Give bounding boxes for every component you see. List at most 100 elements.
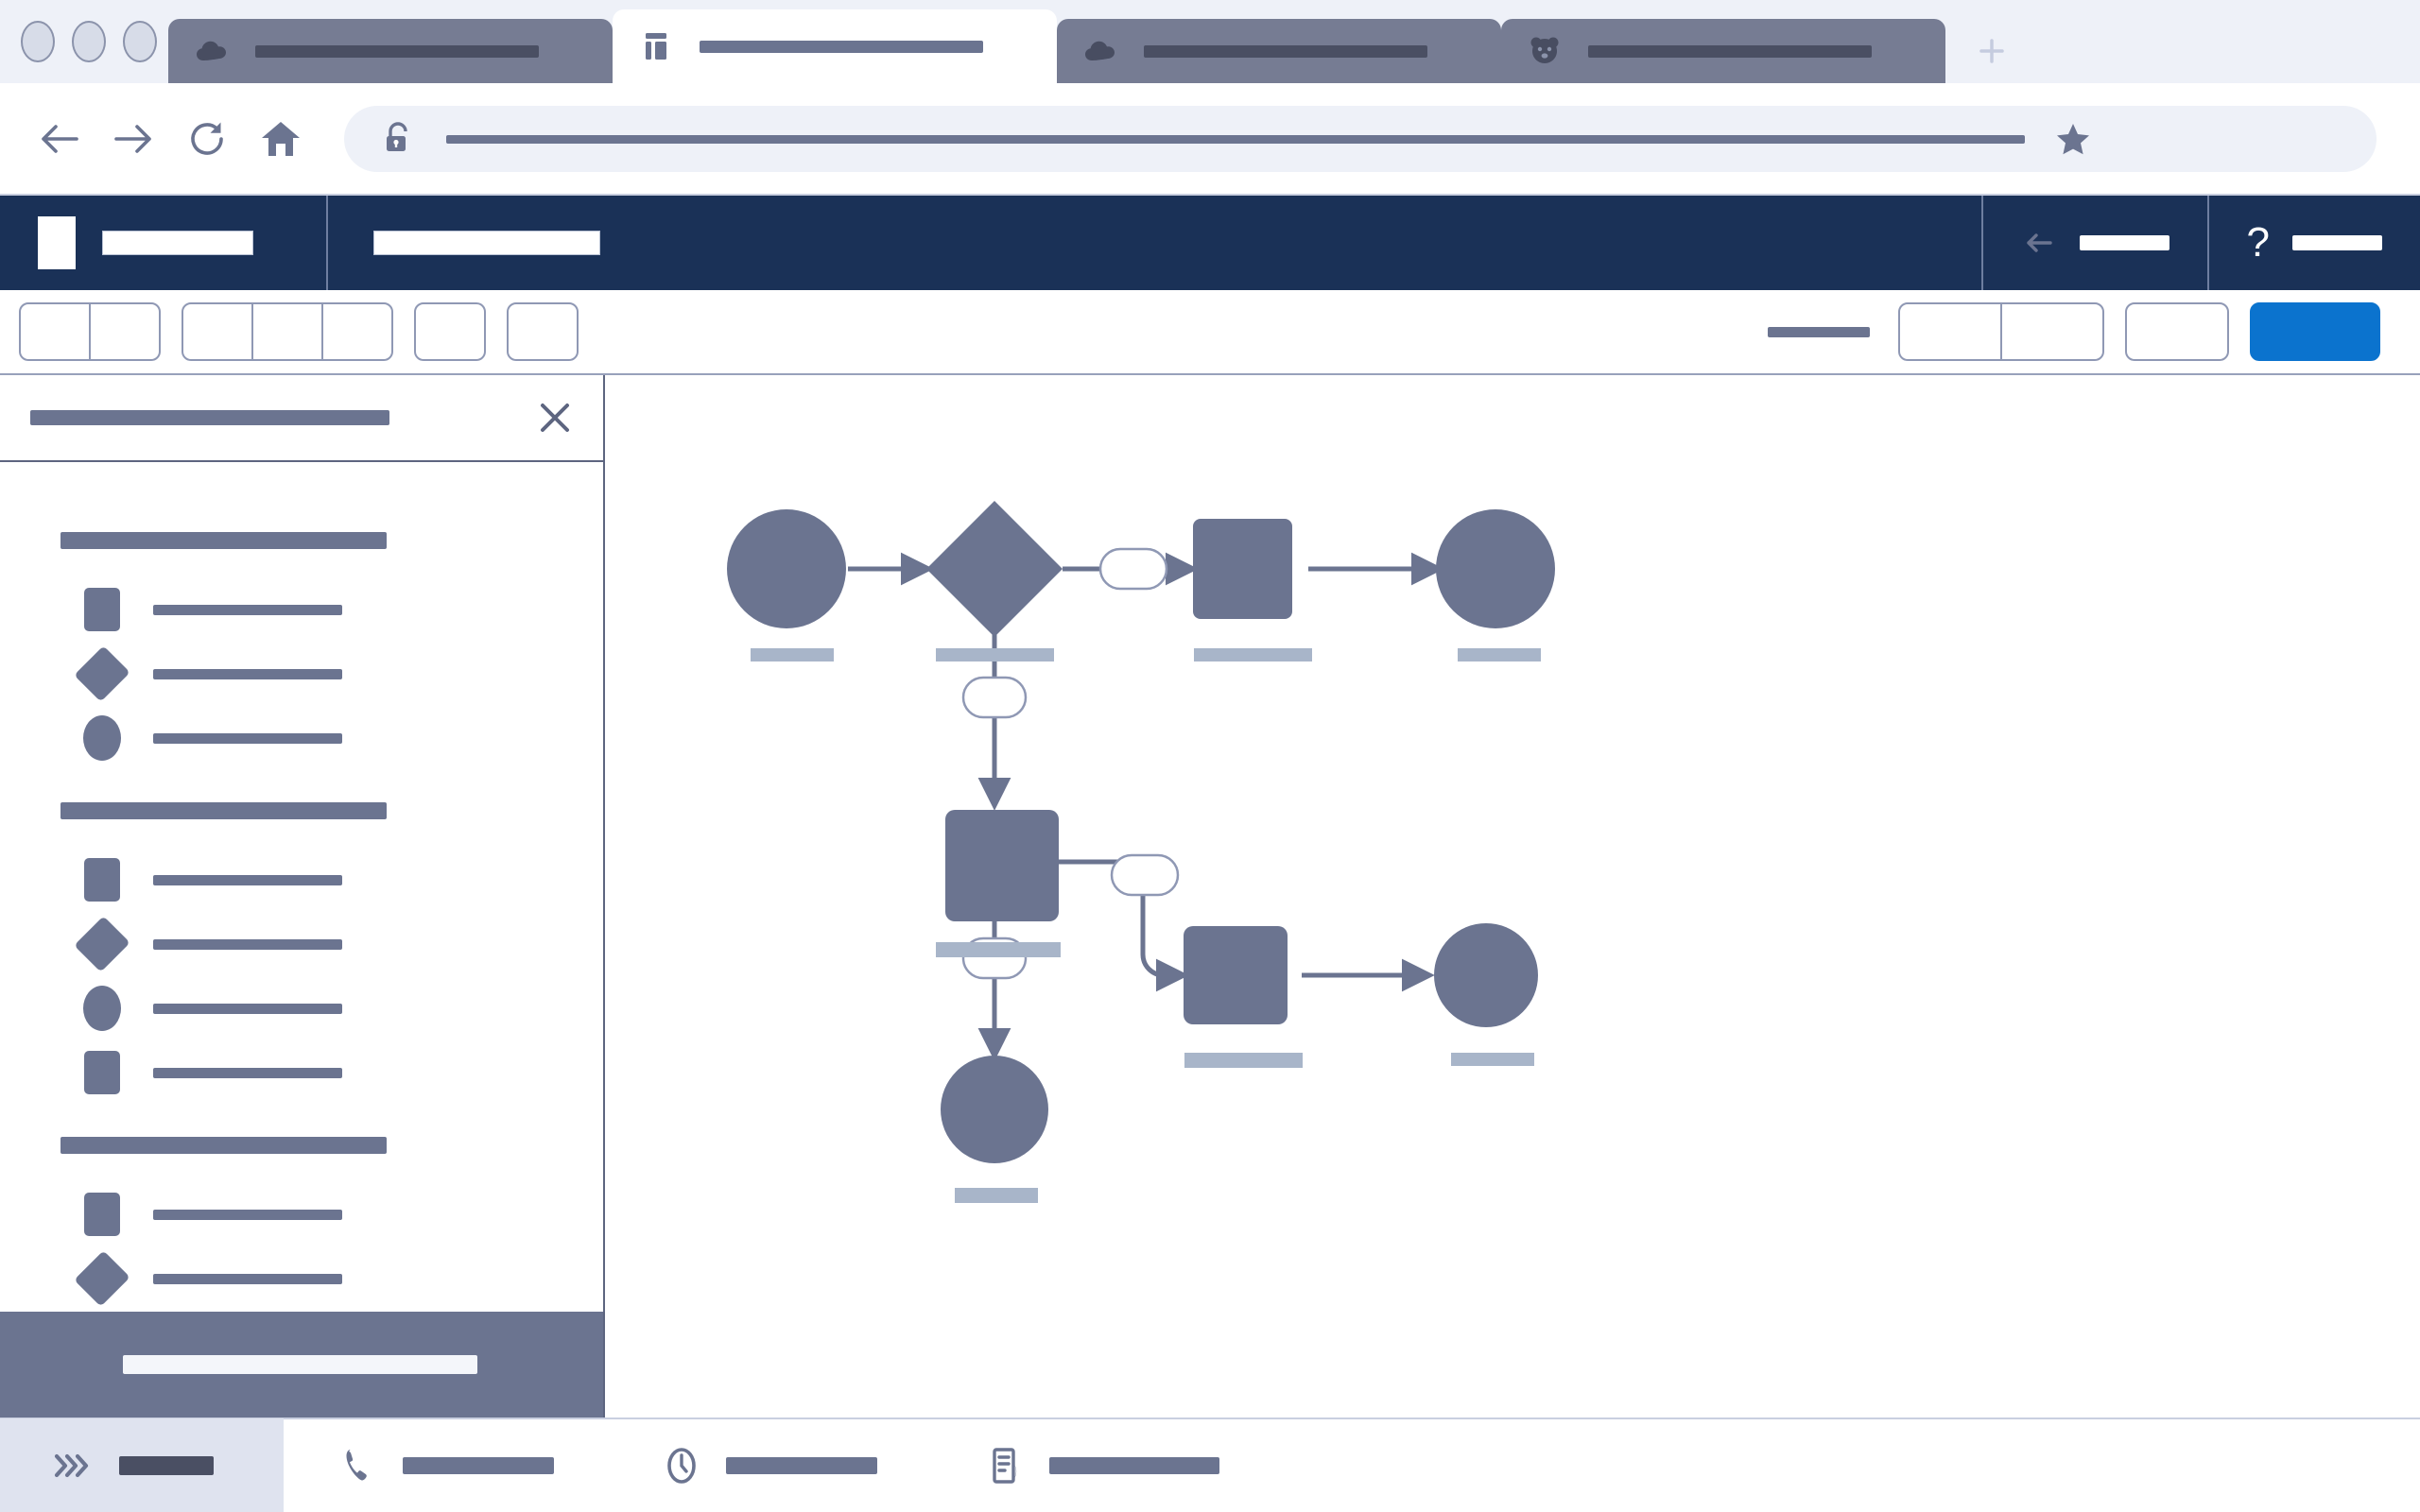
list-item-label <box>153 938 342 950</box>
browser-toolbar <box>0 83 2420 195</box>
zoom-reset-button[interactable] <box>251 302 323 361</box>
browser-home-button[interactable] <box>244 102 318 176</box>
save-button[interactable] <box>2250 302 2380 361</box>
history-group <box>19 302 161 361</box>
sidebar-section-heading <box>60 532 387 549</box>
sidebar-item-circle-1[interactable] <box>0 706 603 770</box>
tab-strip <box>168 9 2025 83</box>
address-bar[interactable] <box>344 106 2377 172</box>
export-button-group <box>2125 302 2229 361</box>
chevrons-right-icon <box>49 1444 93 1487</box>
node-label-bar <box>1184 1053 1303 1068</box>
node-label-bar <box>1458 648 1541 662</box>
zoom-out-button[interactable] <box>182 302 253 361</box>
app-toolbar <box>0 290 2420 375</box>
diagram-canvas[interactable] <box>607 375 2420 1418</box>
diamond-shape-icon <box>74 645 130 702</box>
redo-button[interactable] <box>89 302 161 361</box>
browser-tab-4[interactable] <box>1501 19 1945 83</box>
sidebar-item-diamond-3[interactable] <box>0 1246 603 1311</box>
list-item-label <box>153 732 342 744</box>
url-text <box>446 134 2025 144</box>
zoom-in-button[interactable] <box>321 302 393 361</box>
node-task-square-2[interactable] <box>945 810 1059 921</box>
diagram-edges <box>848 552 1444 1061</box>
page-title <box>102 231 253 255</box>
sidebar-item-square-2[interactable] <box>0 848 603 912</box>
layout-button-group <box>414 302 486 361</box>
sidebar-body <box>0 462 603 1311</box>
sidebar-section-1 <box>0 532 603 770</box>
node-label-bar <box>751 648 834 662</box>
header-help-label <box>2292 235 2382 250</box>
tab-title <box>255 44 539 58</box>
tab-title <box>1144 44 1427 58</box>
minimize-dot[interactable] <box>72 21 106 62</box>
node-end-circle[interactable] <box>1436 509 1555 628</box>
zoom-group <box>182 302 393 361</box>
node-decision-diamond[interactable] <box>926 501 1063 637</box>
view-group <box>1898 302 2104 361</box>
sidebar-item-square-3[interactable] <box>0 1040 603 1105</box>
statusbar-expand-toggle[interactable] <box>0 1418 284 1512</box>
tab-title <box>700 40 983 53</box>
module-title <box>373 231 600 255</box>
view-table-button[interactable] <box>2000 302 2104 361</box>
edge-label-pill[interactable] <box>961 676 1028 719</box>
browser-tab-1[interactable] <box>168 19 613 83</box>
undo-button[interactable] <box>19 302 91 361</box>
node-task-square-3[interactable] <box>1184 926 1288 1024</box>
question-mark-icon: ? <box>2246 219 2270 266</box>
layout-button[interactable] <box>414 302 486 361</box>
square-shape-icon <box>83 858 121 902</box>
statusbar-item-label <box>1049 1457 1219 1474</box>
sidebar-item-square-1[interactable] <box>0 577 603 642</box>
edge-label-pill[interactable] <box>1110 853 1180 897</box>
close-dot[interactable] <box>21 21 55 62</box>
sidebar-selected-label <box>123 1355 477 1374</box>
view-diagram-button[interactable] <box>1898 302 2002 361</box>
window-controls <box>21 21 157 62</box>
diamond-shape-icon <box>74 1250 130 1307</box>
edge-label-pill[interactable] <box>1098 547 1168 591</box>
grid-button[interactable] <box>507 302 579 361</box>
sidebar-item-square-4[interactable] <box>0 1182 603 1246</box>
node-task-square[interactable] <box>1193 519 1292 619</box>
header-back-action[interactable] <box>1980 196 2207 290</box>
node-end-circle-3[interactable] <box>941 1056 1048 1163</box>
browser-tab-3[interactable] <box>1057 19 1501 83</box>
square-shape-icon <box>83 588 121 631</box>
maximize-dot[interactable] <box>123 21 157 62</box>
sidebar-item-diamond-1[interactable] <box>0 642 603 706</box>
sidebar-selected-item[interactable] <box>0 1312 603 1418</box>
sidebar-section-heading <box>60 1137 387 1154</box>
close-icon[interactable] <box>531 394 579 441</box>
header-actions: ? <box>1980 196 2420 290</box>
statusbar-item-clock[interactable] <box>607 1418 930 1512</box>
toolbar-status-label <box>1768 326 1870 337</box>
statusbar-item-phone[interactable] <box>284 1418 607 1512</box>
browser-forward-button[interactable] <box>96 102 170 176</box>
new-tab-button[interactable] <box>1959 19 2025 83</box>
bear-icon <box>1526 32 1564 70</box>
grid-button-group <box>507 302 579 361</box>
sidebar-item-circle-2[interactable] <box>0 976 603 1040</box>
app-brand[interactable] <box>0 196 326 290</box>
export-button[interactable] <box>2125 302 2229 361</box>
plus-icon <box>1979 39 2004 63</box>
browser-back-button[interactable] <box>23 102 96 176</box>
list-item-label <box>153 1209 342 1220</box>
header-help-action[interactable]: ? <box>2206 196 2420 290</box>
star-filled-icon[interactable] <box>2053 119 2093 159</box>
circle-shape-icon <box>83 715 121 761</box>
sidebar-title <box>30 410 389 425</box>
node-label-bar <box>936 648 1054 662</box>
browser-reload-button[interactable] <box>170 102 244 176</box>
node-start-circle[interactable] <box>727 509 846 628</box>
statusbar-item-label <box>726 1457 877 1474</box>
statusbar-toggle-label <box>119 1456 214 1475</box>
node-end-circle-2[interactable] <box>1434 923 1538 1027</box>
browser-tab-2-active[interactable] <box>613 9 1057 83</box>
sidebar-item-diamond-2[interactable] <box>0 912 603 976</box>
statusbar-item-note[interactable] <box>930 1418 1272 1512</box>
